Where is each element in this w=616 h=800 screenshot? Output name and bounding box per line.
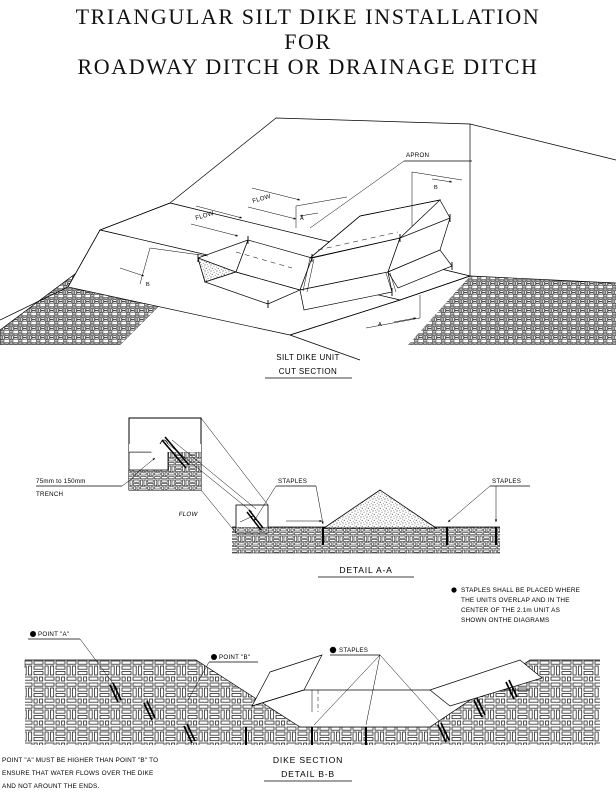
section-marker-a-lower: A — [365, 295, 421, 329]
bb-point-a-callout: POINT "A" — [28, 631, 119, 691]
iso-ground-right — [408, 275, 616, 345]
bb-note-staples: STAPLES SHALL BE PLACED WHERE THE UNITS … — [451, 587, 580, 624]
aa-staples-right-callout: STAPLES — [447, 478, 530, 523]
note-staples-line-4: SHOWN ONTHE DIAGRAMS — [461, 617, 550, 624]
title-line-3: ROADWAY DITCH OR DRAINAGE DITCH — [77, 54, 539, 79]
trench-callout: 75mm to 150mm TRENCH — [36, 477, 134, 498]
bb-staples — [109, 679, 518, 745]
section-label-a-upper: A — [300, 216, 304, 222]
flow-label-upper: FLOW — [252, 193, 272, 205]
section-label-b-left: B — [146, 282, 150, 288]
aa-staples-left-callout: STAPLES — [253, 478, 324, 525]
point-a-label: POINT "A" — [38, 631, 69, 638]
aa-flow-arrow: FLOW — [178, 511, 323, 523]
section-marker-a-upper: A — [295, 196, 348, 228]
point-b-label: POINT "B" — [219, 654, 250, 661]
flow-arrow-upper: FLOW — [247, 187, 301, 220]
aa-ground — [232, 527, 500, 553]
detail-aa-view: 75mm to 150mm TRENCH FLOW STAPLES STAPLE… — [36, 417, 530, 578]
trench-dimension-label: 75mm to 150mm — [36, 478, 86, 485]
note-staples-line-3: CENTER OF THE 2.1m UNIT AS — [461, 607, 560, 614]
bb-dike-profile — [251, 654, 543, 712]
section-marker-b-right: B — [411, 171, 463, 226]
aa-flow-label: FLOW — [178, 511, 198, 518]
bb-caption-line2: DETAIL B-B — [281, 769, 335, 779]
bb-caption-line1: DIKE SECTION — [273, 755, 343, 765]
iso-caption-line2: CUT SECTION — [279, 367, 337, 376]
title-line-2: FOR — [284, 29, 332, 54]
aa-caption: DETAIL A-A — [339, 565, 392, 575]
aa-staples-left-label: STAPLES — [278, 478, 307, 485]
iso-edge-ticks — [197, 214, 453, 308]
bb-staples-label: STAPLES — [339, 647, 368, 654]
aa-staples-right-label: STAPLES — [492, 478, 521, 485]
trench-word-label: TRENCH — [36, 491, 63, 498]
bb-note-points: POINT "A" MUST BE HIGHER THAN POINT "B" … — [2, 757, 158, 790]
iso-caption-line1: SILT DIKE UNIT — [276, 353, 340, 362]
note-staples-line-2: THE UNITS OVERLAP AND IN THE — [461, 597, 570, 604]
isometric-view: APRON FLOW FLOW A — [0, 117, 616, 379]
silt-dike-unit — [197, 199, 453, 311]
bb-staples-callout: STAPLES — [313, 646, 441, 726]
note-points-line-1: POINT "A" MUST BE HIGHER THAN POINT "B" … — [2, 757, 158, 764]
note-staples-line-1: STAPLES SHALL BE PLACED WHERE — [461, 587, 580, 594]
note-points-line-2: ENSURE THAT WATER FLOWS OVER THE DIKE — [2, 770, 153, 777]
title-line-1: TRIANGULAR SILT DIKE INSTALLATION — [75, 4, 541, 29]
flow-label-lower: FLOW — [195, 210, 215, 222]
section-label-a-lower: A — [378, 322, 382, 328]
section-label-b-right: B — [434, 185, 438, 191]
apron-label: APRON — [406, 152, 429, 159]
detail-bb-view: POINT "A" POINT "B" STAPLES — [2, 587, 600, 790]
note-points-line-3: AND NOT AROUNT THE ENDS. — [2, 783, 100, 790]
flow-arrow-lower: FLOW — [190, 205, 243, 237]
trench-detail-enlargement — [128, 417, 269, 534]
bb-ground — [25, 660, 600, 745]
apron-callout: APRON — [309, 152, 472, 229]
aa-staples — [322, 527, 497, 545]
silt-dike-triangle — [322, 489, 438, 529]
bb-point-b-callout: POINT "B" — [187, 654, 258, 701]
sheet-title-block: TRIANGULAR SILT DIKE INSTALLATION FOR RO… — [0, 4, 616, 79]
